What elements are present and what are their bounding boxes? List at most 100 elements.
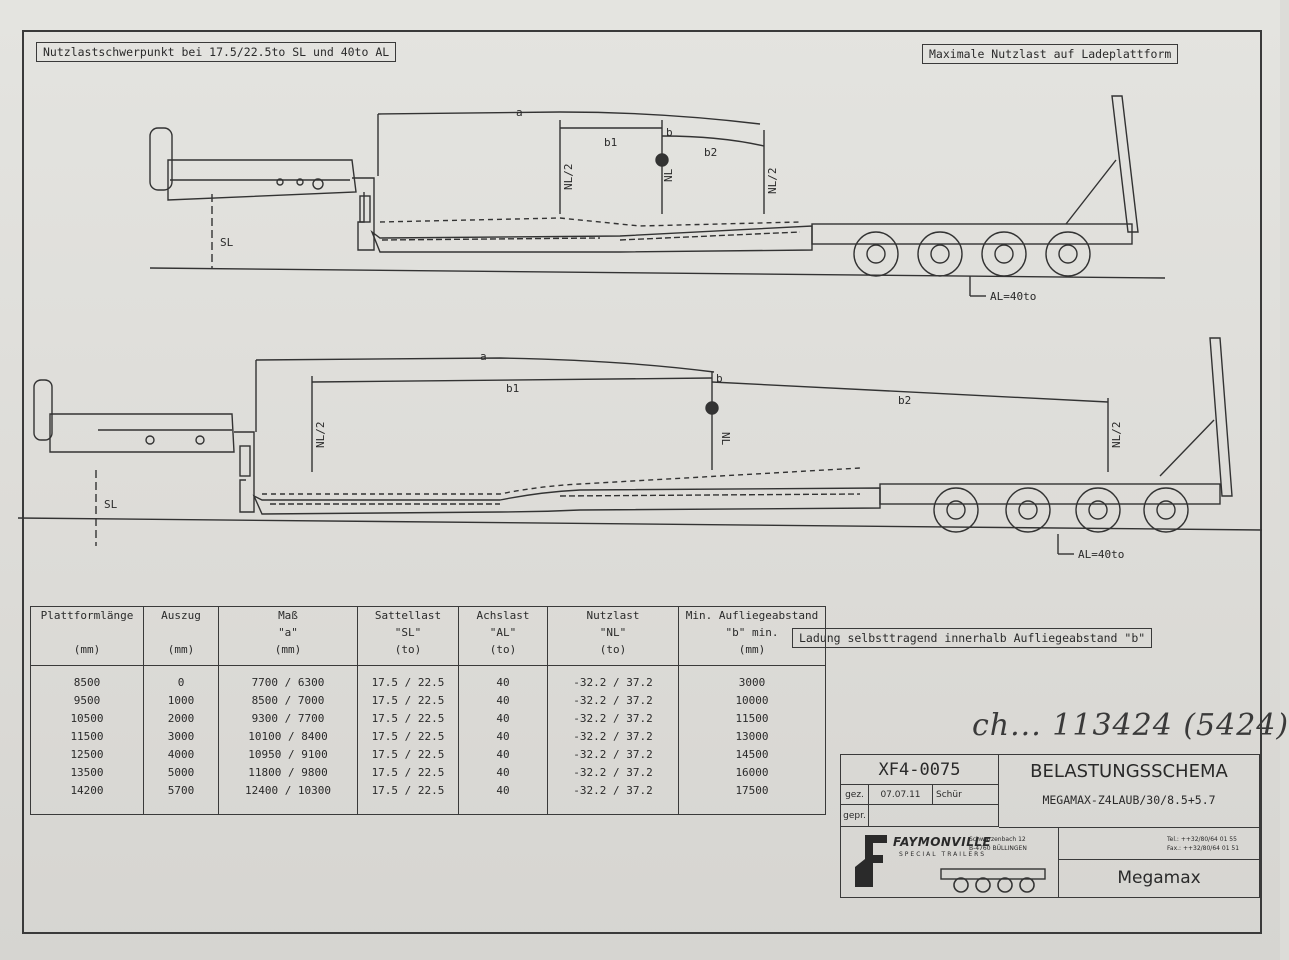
table-header: Sattellast"SL"(to) xyxy=(357,606,459,666)
drawing-frame xyxy=(22,30,1262,934)
dim-a-top: a xyxy=(516,106,523,119)
dim-sl-top: SL xyxy=(220,236,234,249)
max-payload-note: Maximale Nutzlast auf Ladeplattform xyxy=(922,44,1179,64)
checked-by-label: gepr. xyxy=(841,805,869,827)
table-cell: 40 xyxy=(458,728,548,746)
dim-b1-bottom: b1 xyxy=(506,382,519,395)
model-designation: MEGAMAX-Z4LAUB/30/8.5+5.7 xyxy=(1042,793,1216,807)
table-cell: 10950 / 9100 xyxy=(218,746,358,764)
dim-sl-bottom: SL xyxy=(104,498,118,511)
rear-wheels-bottom xyxy=(933,487,1189,533)
drawn-date: 07.07.11 xyxy=(869,785,933,805)
table-cell: 0 xyxy=(143,665,219,692)
table-cell: 40 xyxy=(458,692,548,710)
ground-line-top xyxy=(149,267,1166,279)
table-cell: 40 xyxy=(458,746,548,764)
table-cell: -32.2 / 37.2 xyxy=(547,710,679,728)
dim-nl-bottom: NL xyxy=(719,432,732,446)
table-cell: 10500 xyxy=(30,710,144,728)
dim-b2-top: b2 xyxy=(704,146,717,159)
rear-bogie-frame-bottom xyxy=(879,483,1221,505)
dim-al-bottom: AL=40to xyxy=(1078,548,1124,561)
table-cell: -32.2 / 37.2 xyxy=(547,782,679,815)
gooseneck-top xyxy=(167,159,357,201)
table-cell: 17.5 / 22.5 xyxy=(357,746,459,764)
table-cell: 3000 xyxy=(678,665,826,692)
table-cell: -32.2 / 37.2 xyxy=(547,692,679,710)
drawing-title: BELASTUNGSSCHEMA xyxy=(1030,761,1228,782)
lowbed-deck-bottom xyxy=(252,487,881,515)
drawing-number: XF4-0075 xyxy=(841,755,999,785)
gooseneck-bumper-bottom xyxy=(33,379,53,441)
table-header: Plattformlänge(mm) xyxy=(30,606,144,666)
rear-ramp-top xyxy=(1111,95,1139,233)
table-cell: 14500 xyxy=(678,746,826,764)
table-cell: 17.5 / 22.5 xyxy=(357,665,459,692)
company-address: Schwarzenbach 12 B-4760 BÜLLINGEN xyxy=(969,836,1027,852)
table-cell: 13000 xyxy=(678,728,826,746)
table-cell: 17.5 / 22.5 xyxy=(357,710,459,728)
table-cell: 10100 / 8400 xyxy=(218,728,358,746)
load-table: Plattformlänge(mm)Auszug(mm)Maß"a"(mm)Sa… xyxy=(30,606,826,815)
gooseneck-bumper-top xyxy=(149,127,173,191)
table-cell: 17.5 / 22.5 xyxy=(357,764,459,782)
table-cell: 17.5 / 22.5 xyxy=(357,782,459,815)
table-cell: 17500 xyxy=(678,782,826,815)
table-header: Achslast"AL"(to) xyxy=(458,606,548,666)
dim-al-top: AL=40to xyxy=(990,290,1036,303)
table-cell: 17.5 / 22.5 xyxy=(357,692,459,710)
table-header: Min. Aufliegeabstand"b" min.(mm) xyxy=(678,606,826,666)
ground-line-bottom xyxy=(17,517,1263,531)
gooseneck-bottom xyxy=(49,413,235,453)
table-cell: 1000 xyxy=(143,692,219,710)
rear-ramp-bottom xyxy=(1209,337,1233,497)
dim-b-top: b xyxy=(666,126,673,139)
dim-nl-top: NL xyxy=(662,168,675,182)
dim-b-bottom: b xyxy=(716,372,723,385)
table-cell: 2000 xyxy=(143,710,219,728)
table-cell: -32.2 / 37.2 xyxy=(547,746,679,764)
company-contact: Tel.: ++32/80/64 01 55 Fax.: ++32/80/64 … xyxy=(1167,836,1240,852)
company-tagline: SPECIAL TRAILERS xyxy=(899,851,987,858)
table-cell: 11500 xyxy=(678,710,826,728)
dim-a-bottom: a xyxy=(480,350,487,363)
company-name: FAYMONVILLE xyxy=(893,835,992,849)
table-cell: 10000 xyxy=(678,692,826,710)
table-cell: 12400 / 10300 xyxy=(218,782,358,815)
rear-wheels-top xyxy=(853,231,1091,277)
table-cell: 4000 xyxy=(143,746,219,764)
table-cell: 12500 xyxy=(30,746,144,764)
table-cell: 40 xyxy=(458,782,548,815)
table-cell: 11800 / 9800 xyxy=(218,764,358,782)
table-header: Maß"a"(mm) xyxy=(218,606,358,666)
dim-nl2-left-bottom: NL/2 xyxy=(314,422,327,449)
table-cell: 9500 xyxy=(30,692,144,710)
table-cell: 5000 xyxy=(143,764,219,782)
table-cell: 40 xyxy=(458,665,548,692)
table-cell: 3000 xyxy=(143,728,219,746)
table-cell: 5700 xyxy=(143,782,219,815)
table-cell: 16000 xyxy=(678,764,826,782)
trailer-logo-icon xyxy=(940,868,1046,893)
dim-nl2-right-top: NL/2 xyxy=(766,168,779,195)
table-cell: -32.2 / 37.2 xyxy=(547,665,679,692)
table-cell: 9300 / 7700 xyxy=(218,710,358,728)
table-header: Auszug(mm) xyxy=(143,606,219,666)
rear-bogie-frame-top xyxy=(811,223,1133,245)
table-cell: 8500 / 7000 xyxy=(218,692,358,710)
company-logo-area: FAYMONVILLE SPECIAL TRAILERS Schwarzenba… xyxy=(841,827,1059,897)
table-cell: 8500 xyxy=(30,665,144,692)
table-cell: 40 xyxy=(458,710,548,728)
dim-b2-bottom: b2 xyxy=(898,394,911,407)
table-cell: -32.2 / 37.2 xyxy=(547,764,679,782)
dim-nl2-left-top: NL/2 xyxy=(562,164,575,191)
table-cell: 13500 xyxy=(30,764,144,782)
dim-nl2-right-bottom: NL/2 xyxy=(1110,422,1123,449)
